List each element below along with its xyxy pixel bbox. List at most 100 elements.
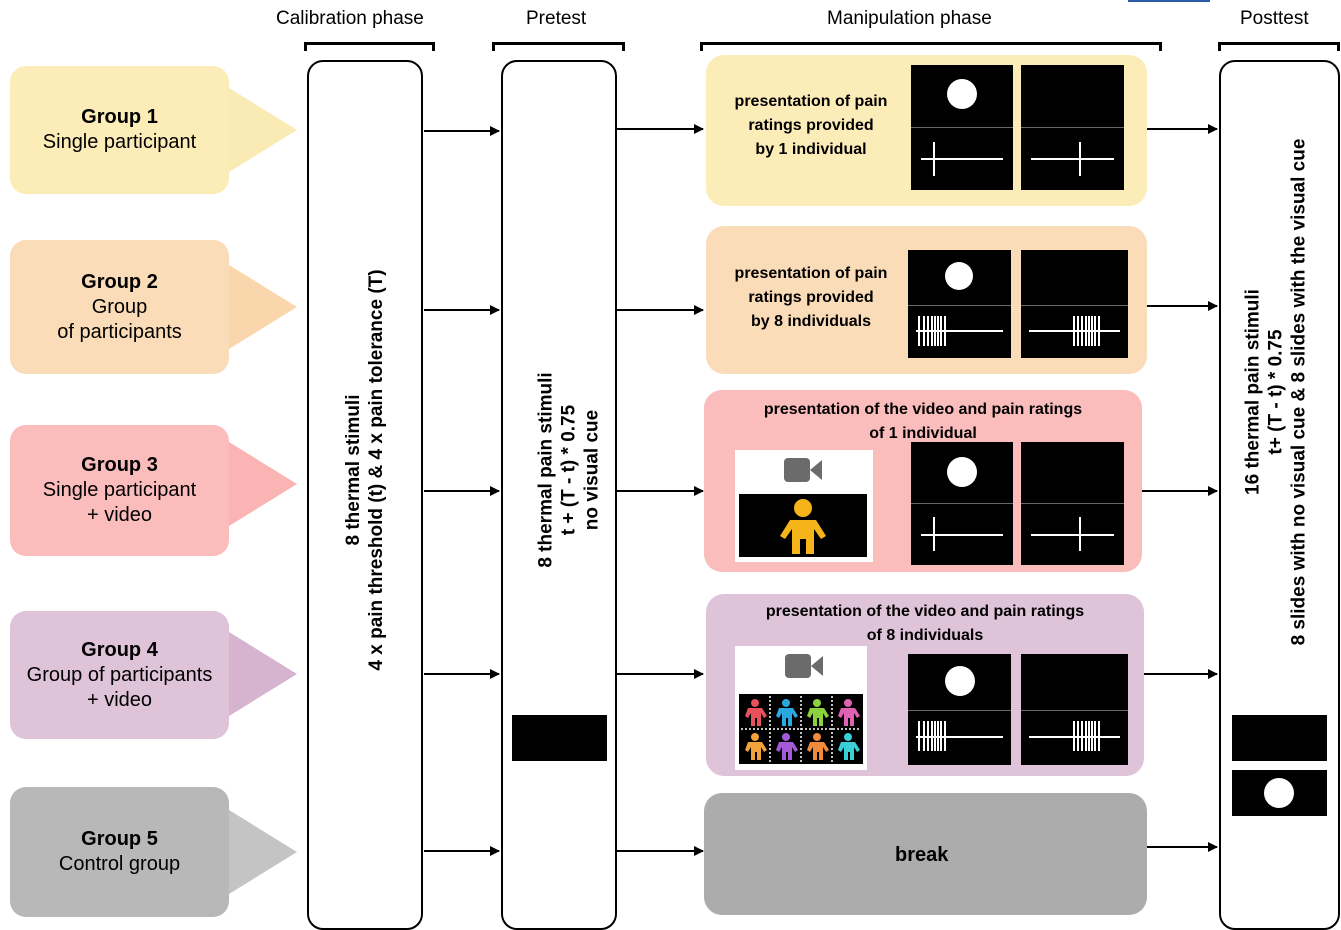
rating-screen-cue [908,250,1011,358]
cue-circle [947,457,977,487]
screen-divider [908,710,1011,711]
pretest-column [501,60,617,930]
group-box-4: Group 4 Group of participants + video [10,611,229,739]
person-grid [741,696,861,762]
rating-marker [944,721,946,751]
person-icon [745,699,767,726]
group-name: Group 3 [81,454,158,476]
rating-marker [1098,316,1100,346]
rating-scale [1031,534,1114,536]
video-screen-grid [739,694,863,764]
group-desc: + video [86,504,153,526]
rating-marker [1079,517,1081,551]
phase-label-posttest: Posttest [1240,8,1309,29]
rating-screen-cue [911,65,1013,190]
rating-marker [940,316,942,346]
video-frame [735,646,867,770]
video-frame [735,450,873,562]
rating-marker [1073,721,1075,751]
rating-screen [1021,654,1128,765]
manipulation-line: presentation of pain [734,265,888,282]
rating-marker [923,721,925,751]
rating-marker [933,142,935,176]
rating-marker [1081,316,1083,346]
group-desc: Group of participants [26,663,213,686]
rating-screen [1021,442,1124,565]
rating-marker [1088,316,1090,346]
person-icon [780,499,826,554]
manipulation-line: by 8 individuals [750,313,872,330]
group-arrow-4 [229,632,297,716]
group-box-2: Group 2 Group of participants [10,240,229,374]
screen-divider [911,503,1013,504]
person-icon [838,699,860,726]
rating-screen-cue [908,654,1011,765]
manipulation-line: of 1 individual [869,425,977,442]
group-desc: of participants [57,320,182,343]
group-desc: Single participant [42,479,197,501]
calibration-column [307,60,423,930]
group-box-3: Group 3 Single participant + video [10,425,229,556]
rating-marker [918,316,920,346]
manipulation-line: by 1 individual [755,141,867,158]
rating-marker [1077,316,1079,346]
rating-marker [1077,721,1079,751]
rating-marker [944,316,946,346]
rating-marker [1094,721,1096,751]
rating-marker [1098,721,1100,751]
rating-marker [937,316,939,346]
cue-circle [1264,778,1294,808]
group-arrow-3 [229,442,297,526]
manipulation-line: of 8 individuals [866,627,984,644]
rating-marker [927,316,929,346]
screen-divider [908,305,1011,306]
rating-scale [921,534,1003,536]
video-camera-icon [785,654,823,678]
person-icon [776,699,798,726]
bracket-manipulation [700,42,1162,51]
bracket-calibration [304,42,435,51]
rating-marker [931,721,933,751]
bracket-pretest [492,42,625,51]
rating-marker [940,721,942,751]
rating-marker [933,517,935,551]
manipulation-text-3: presentation of the video and pain ratin… [704,398,1142,446]
rating-marker [1079,142,1081,176]
group-box-1: Group 1 Single participant [10,66,229,194]
person-icon [807,699,829,726]
group-desc: Group [91,295,148,318]
rating-screen [1021,250,1128,358]
rating-screen [1021,65,1124,190]
group-desc: Single participant [42,131,197,153]
rating-screen-cue [911,442,1013,565]
rating-marker [1073,316,1075,346]
phase-label-pretest: Pretest [526,8,587,29]
rating-scale [921,158,1003,160]
rating-marker [927,721,929,751]
cue-circle [945,666,975,696]
person-icon [745,733,767,760]
group-desc: Control group [58,853,181,875]
manipulation-line: ratings provided [748,117,874,134]
posttest-blank-slide [1232,715,1327,761]
rating-marker [1081,721,1083,751]
video-camera-icon [784,458,822,482]
manipulation-text-1: presentation of pain ratings provided by… [716,90,906,162]
group-name: Group 4 [81,638,158,661]
rating-marker [1088,721,1090,751]
rating-marker [918,721,920,751]
rating-marker [1091,721,1093,751]
rating-marker [923,316,925,346]
cue-circle [945,262,973,290]
screen-divider [1021,503,1124,504]
person-icon [838,733,860,760]
manipulation-line: presentation of the video and pain ratin… [765,603,1085,620]
rating-marker [937,721,939,751]
rating-scale [1031,158,1114,160]
screen-divider [1021,127,1124,128]
group-name: Group 2 [81,270,158,293]
manipulation-line: presentation of the video and pain ratin… [763,401,1083,418]
manipulation-text-2: presentation of pain ratings provided by… [716,262,906,334]
rating-scale [916,330,1003,332]
manipulation-line: ratings provided [748,289,874,306]
